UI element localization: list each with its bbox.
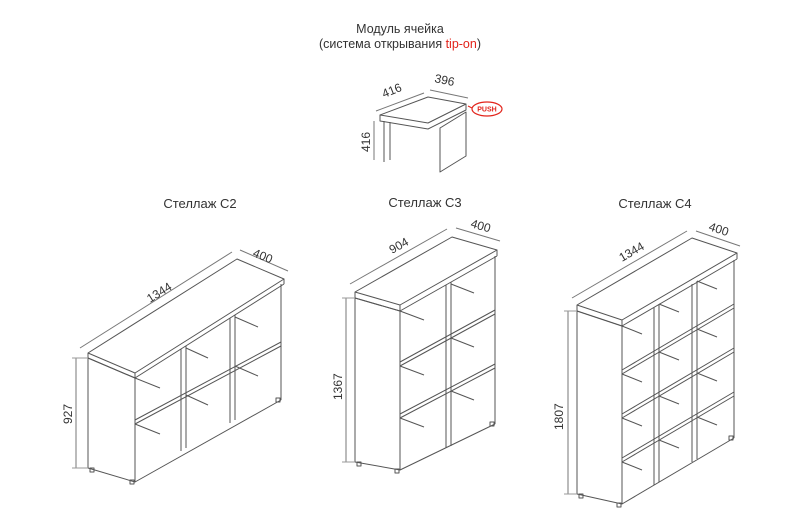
- rack-c3-dim-width: 904: [387, 235, 412, 257]
- rack-c3-dim-height: 1367: [331, 373, 345, 400]
- rack-c2-foot: [89, 467, 95, 473]
- rack-c4-shelf-1: [621, 303, 735, 371]
- module-top-panel: [379, 96, 467, 124]
- rack-c2-drawing: [72, 249, 289, 485]
- module-title-prefix: (система открывания: [318, 37, 446, 51]
- rack-c4-dim-height: 1807: [552, 403, 566, 430]
- rack-c2-dim-depth-line: [239, 249, 289, 272]
- rack-c4-dim-width-line: [571, 230, 688, 299]
- rack-c4-shelf-3: [621, 391, 735, 459]
- rack-c4-foot: [578, 493, 584, 499]
- module-top-edge: [379, 104, 467, 130]
- rack-c3-shelf-2: [399, 363, 496, 415]
- module-dim-width: 396: [433, 71, 456, 89]
- rack-c4-title: Стеллаж С4: [618, 196, 692, 211]
- rack-c3-drawing: [342, 227, 501, 474]
- rack-c4-dim-depth-line: [695, 230, 741, 247]
- rack-c3-shelf-1: [399, 309, 496, 363]
- rack-c3-dim-depth: 400: [469, 216, 492, 235]
- rack-c3-dim-width-line: [349, 228, 448, 285]
- rack-c2-dim-width-line: [79, 251, 233, 349]
- module-title-suffix: ): [476, 37, 482, 51]
- module-dim-depth: 416: [380, 80, 404, 101]
- rack-c2-dim-height: 927: [61, 404, 75, 424]
- rack-c4-dim-width: 1344: [617, 239, 647, 265]
- rack-c3-top: [354, 236, 498, 306]
- push-label: PUSH: [477, 107, 496, 114]
- rack-c4-dim-depth: 400: [707, 220, 731, 240]
- rack-c3-side: [354, 297, 401, 471]
- module-title-line2: (система открывания tip-on): [300, 37, 500, 52]
- push-badge: [471, 101, 503, 117]
- rack-c3-foot: [356, 461, 362, 467]
- module-cell-drawing: [373, 89, 503, 173]
- module-dim-width-line: [429, 89, 469, 99]
- rack-c3-title: Стеллаж С3: [388, 195, 462, 210]
- rack-c2-title: Стеллаж С2: [163, 196, 237, 211]
- rack-c2-side: [87, 357, 136, 483]
- module-dim-height: 416: [359, 132, 373, 152]
- module-title-line1: Модуль ячейка: [356, 22, 444, 36]
- module-title: Модуль ячейка (система открывания tip-on…: [300, 22, 500, 52]
- module-title-accent: tip-on: [445, 37, 477, 51]
- push-pointer: [467, 105, 473, 109]
- rack-c4-top: [576, 237, 738, 321]
- rack-c4-drawing: [564, 230, 741, 508]
- rack-c3-dim-depth-line: [455, 227, 501, 242]
- module-dim-depth-line: [375, 92, 425, 112]
- rack-c2-shelf: [134, 341, 282, 421]
- rack-c4-side: [576, 310, 623, 505]
- rack-c4-shelf-2: [621, 347, 735, 415]
